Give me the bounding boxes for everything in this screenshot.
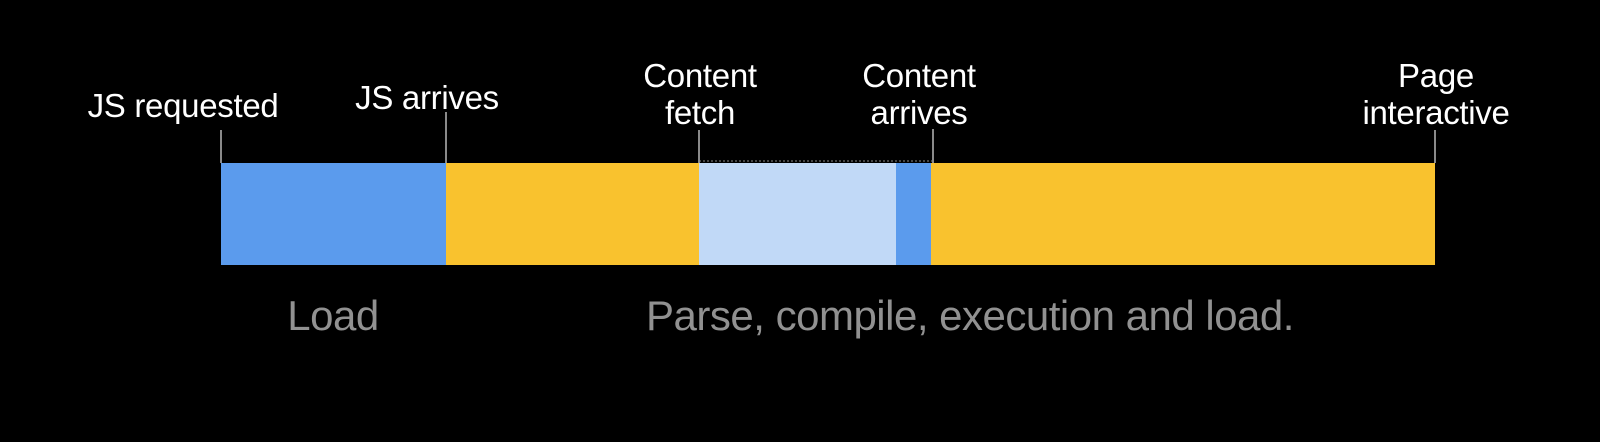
timeline-bar [221, 163, 1435, 265]
marker-label: Content fetch [643, 57, 757, 131]
content-span-dotted-line [699, 160, 933, 162]
segment-content-arrive [896, 163, 931, 265]
phase-label: Parse, compile, execution and load. [646, 292, 1294, 339]
marker-label: Page interactive [1362, 57, 1510, 131]
marker-tick [932, 129, 934, 163]
marker-label: JS arrives [355, 79, 499, 116]
marker-label: Content arrives [862, 57, 976, 131]
segment-parse-1 [446, 163, 699, 265]
segment-js-download [221, 163, 446, 265]
marker-tick [220, 130, 222, 163]
marker-tick [1434, 130, 1436, 163]
marker-tick [445, 112, 447, 163]
phase-label: Load [287, 292, 379, 339]
marker-label: JS requested [87, 87, 279, 124]
segment-parse-2 [931, 163, 1435, 265]
segment-content-fetch [699, 163, 896, 265]
marker-tick [698, 130, 700, 163]
